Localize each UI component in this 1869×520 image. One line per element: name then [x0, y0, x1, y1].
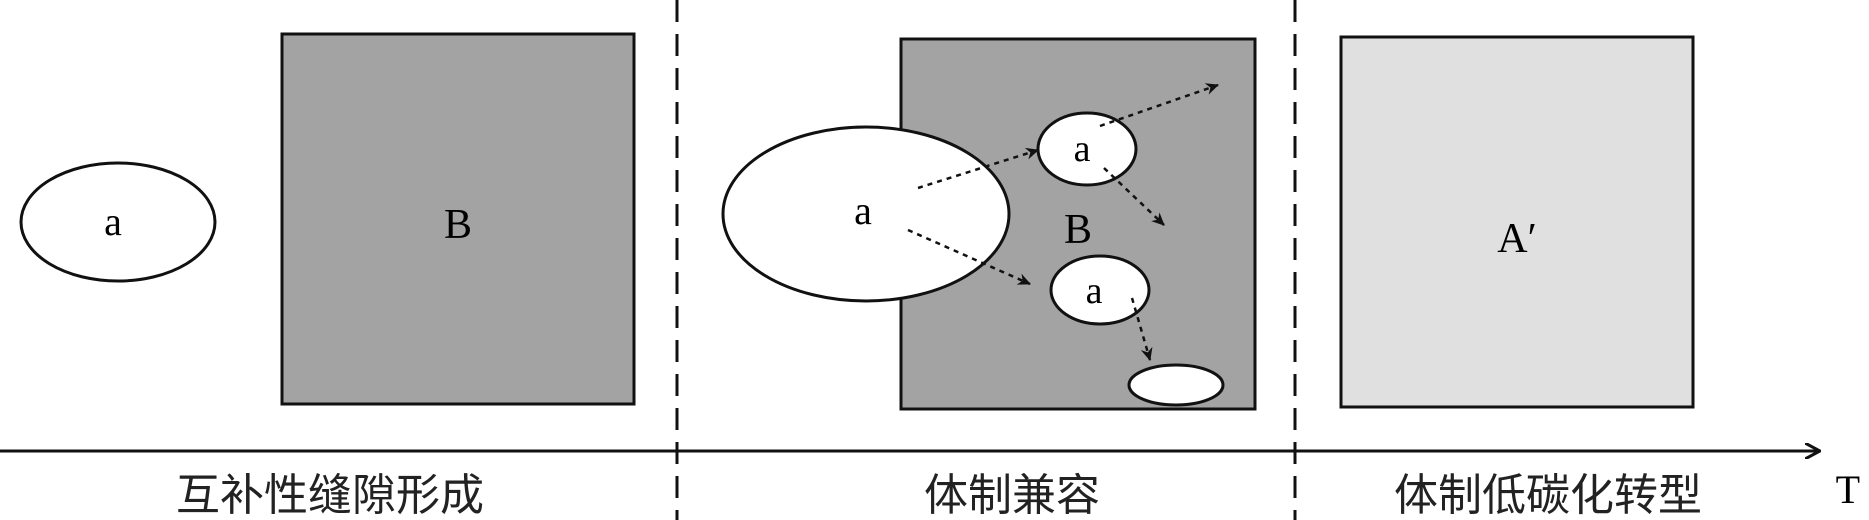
- transformed-regime-block: [1339, 35, 1695, 409]
- diffusion-arrow: [1103, 167, 1165, 226]
- time-axis-label: T: [1836, 467, 1860, 512]
- diffusion-arrow: [1130, 297, 1153, 361]
- niche-ellipse-tiny: [1127, 363, 1225, 407]
- stage-3: A′: [1339, 35, 1695, 409]
- stage-caption-2: 体制兼容: [924, 470, 1100, 520]
- stage-2: B a a a: [721, 37, 1257, 411]
- niche-label: a: [104, 199, 122, 244]
- regime-label: B: [1064, 207, 1092, 253]
- niche-label: a: [854, 188, 872, 233]
- niche-small-label-2: a: [1086, 270, 1103, 312]
- niche-small-label-1: a: [1074, 128, 1091, 170]
- niche-ellipse-small-2: [1049, 254, 1151, 326]
- stage-caption-3: 体制低碳化转型: [1394, 470, 1702, 520]
- niche-ellipse: [19, 161, 217, 283]
- diffusion-arrow: [1099, 83, 1219, 128]
- transformed-regime-label: A′: [1497, 216, 1537, 262]
- regime-label: B: [444, 202, 472, 248]
- diffusion-arrow: [907, 228, 1031, 286]
- niche-ellipse-large: [721, 125, 1011, 303]
- diffusion-arrow: [917, 147, 1039, 190]
- regime-block: [280, 32, 636, 406]
- stage-1: a B: [19, 32, 636, 406]
- stage-caption-1: 互补性缝隙形成: [176, 470, 484, 520]
